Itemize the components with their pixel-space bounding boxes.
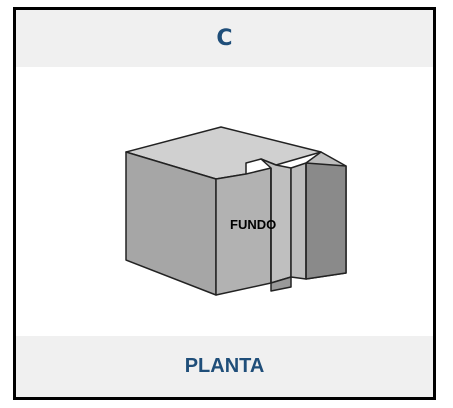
view-card: C FUNDO xyxy=(13,7,436,400)
block-figure: FUNDO xyxy=(16,67,433,339)
card-footer: PLANTA xyxy=(16,336,433,397)
isometric-block-drawing: FUNDO xyxy=(125,126,347,296)
face-label-fundo: FUNDO xyxy=(230,217,276,232)
card-footer-label: PLANTA xyxy=(184,355,265,377)
card-header: C xyxy=(16,10,433,67)
card-title: C xyxy=(216,26,233,51)
notch-floor xyxy=(270,276,292,292)
right-prism-side xyxy=(305,162,347,280)
